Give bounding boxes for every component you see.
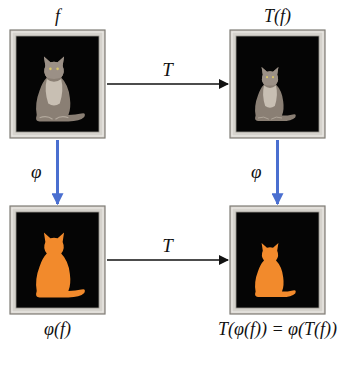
transform-arrow — [107, 259, 228, 261]
mapping-arrow — [56, 140, 59, 204]
edge-label: φ — [249, 161, 264, 183]
edge-label: φ — [29, 161, 44, 183]
picture-node: φ(f) — [10, 206, 105, 340]
node-label: φ(f) — [42, 318, 73, 340]
picture-frame — [10, 30, 105, 138]
picture-frame — [10, 30, 105, 138]
cat-mask — [36, 233, 85, 298]
node-label: T(f) — [262, 5, 293, 27]
picture-node: T(f) — [230, 5, 325, 138]
picture-frame — [230, 206, 325, 314]
picture-frame — [10, 206, 105, 314]
picture-frame — [10, 206, 105, 314]
edge-label: T — [160, 59, 175, 81]
picture-frame — [230, 30, 325, 138]
picture-frame — [230, 206, 325, 314]
cat-mask — [255, 243, 296, 297]
cat-photo — [36, 57, 85, 122]
node-label: T(φ(f)) = φ(T(f)) — [216, 318, 339, 340]
picture-node: f — [10, 5, 105, 138]
edge-label: T — [160, 235, 175, 257]
transform-arrow — [107, 83, 228, 85]
mapping-arrow — [276, 140, 279, 204]
picture-frame — [230, 30, 325, 138]
picture-node: T(φ(f)) = φ(T(f)) — [230, 206, 325, 340]
node-label: f — [53, 5, 62, 27]
cat-photo — [255, 67, 296, 121]
